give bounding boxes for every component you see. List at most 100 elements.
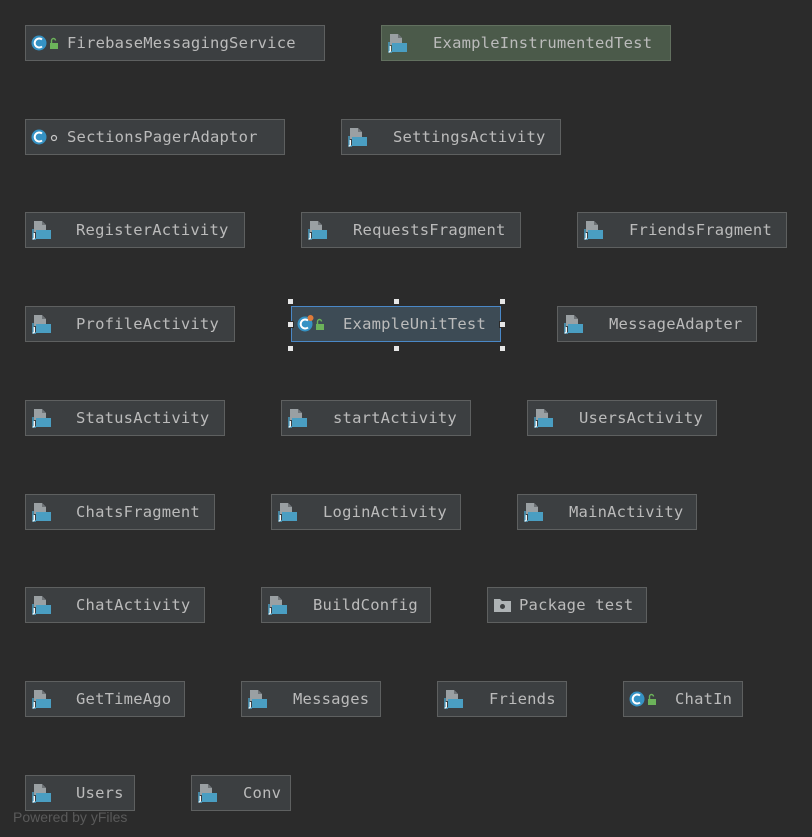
- node-label: Conv: [243, 784, 282, 802]
- node-label: MainActivity: [569, 503, 684, 521]
- node-label: ChatsFragment: [76, 503, 200, 521]
- svg-text:J: J: [268, 607, 272, 615]
- svg-text:J: J: [388, 45, 392, 53]
- selection-resize-handle[interactable]: [393, 345, 400, 352]
- diagram-node[interactable]: J SettingsActivity: [341, 119, 561, 155]
- node-label: ExampleInstrumentedTest: [433, 34, 653, 52]
- java-file-icon: J: [278, 503, 297, 522]
- diagram-node[interactable]: J Users: [25, 775, 135, 811]
- java-file-icon: J: [444, 690, 463, 709]
- node-label: ChatActivity: [76, 596, 191, 614]
- selection-resize-handle[interactable]: [287, 321, 294, 328]
- node-label: ExampleUnitTest: [343, 315, 486, 333]
- node-label: RegisterActivity: [76, 221, 229, 239]
- svg-text:J: J: [32, 795, 36, 803]
- node-label: MessageAdapter: [609, 315, 743, 333]
- diagram-node[interactable]: ChatIn: [623, 681, 743, 717]
- node-label: StatusActivity: [76, 409, 210, 427]
- java-file-icon: J: [308, 221, 327, 240]
- selection-resize-handle[interactable]: [287, 298, 294, 305]
- diagram-node[interactable]: J Conv: [191, 775, 291, 811]
- node-label: SectionsPagerAdaptor: [67, 128, 258, 146]
- java-file-icon: J: [32, 503, 51, 522]
- java-file-icon: J: [534, 409, 553, 428]
- java-file-icon: J: [388, 34, 407, 53]
- svg-text:J: J: [288, 420, 292, 428]
- diagram-node[interactable]: J RequestsFragment: [301, 212, 521, 248]
- node-label: Friends: [489, 690, 556, 708]
- diagram-node[interactable]: J Messages: [241, 681, 381, 717]
- svg-text:J: J: [32, 232, 36, 240]
- diagram-node[interactable]: J MainActivity: [517, 494, 697, 530]
- selection-resize-handle[interactable]: [499, 298, 506, 305]
- node-label: ProfileActivity: [76, 315, 219, 333]
- node-label: Package test: [519, 596, 634, 614]
- selection-resize-handle[interactable]: [499, 345, 506, 352]
- diagram-node[interactable]: J FriendsFragment: [577, 212, 787, 248]
- svg-text:J: J: [32, 420, 36, 428]
- diagram-node[interactable]: J MessageAdapter: [557, 306, 757, 342]
- diagram-node[interactable]: J BuildConfig: [261, 587, 431, 623]
- selection-resize-handle[interactable]: [287, 345, 294, 352]
- java-file-icon: J: [32, 221, 51, 240]
- java-file-icon: J: [524, 503, 543, 522]
- java-file-icon: J: [32, 409, 51, 428]
- node-label: Messages: [293, 690, 370, 708]
- svg-text:J: J: [32, 701, 36, 709]
- diagram-node[interactable]: J Friends: [437, 681, 567, 717]
- svg-text:J: J: [248, 701, 252, 709]
- svg-text:J: J: [32, 607, 36, 615]
- java-file-icon: J: [584, 221, 603, 240]
- diagram-node[interactable]: J ChatActivity: [25, 587, 205, 623]
- node-label: BuildConfig: [313, 596, 418, 614]
- diagram-node[interactable]: ExampleUnitTest: [291, 306, 501, 342]
- node-label: startActivity: [333, 409, 457, 427]
- java-file-icon: J: [32, 784, 51, 803]
- class-unlocked-icon: [629, 691, 656, 707]
- diagram-node[interactable]: SectionsPagerAdaptor: [25, 119, 285, 155]
- package-folder-icon: [494, 599, 511, 612]
- java-file-icon: J: [348, 128, 367, 147]
- node-label: SettingsActivity: [393, 128, 546, 146]
- java-file-icon: J: [32, 315, 51, 334]
- java-file-icon: J: [288, 409, 307, 428]
- class-unlocked-icon: [31, 35, 58, 51]
- node-label: ChatIn: [675, 690, 733, 708]
- java-file-icon: J: [268, 596, 287, 615]
- node-label: RequestsFragment: [353, 221, 506, 239]
- diagram-node[interactable]: J ChatsFragment: [25, 494, 215, 530]
- java-file-icon: J: [32, 690, 51, 709]
- svg-text:J: J: [32, 326, 36, 334]
- diagram-node[interactable]: J StatusActivity: [25, 400, 225, 436]
- diagram-node[interactable]: J RegisterActivity: [25, 212, 245, 248]
- node-label: FriendsFragment: [629, 221, 772, 239]
- java-file-icon: J: [564, 315, 583, 334]
- svg-text:J: J: [534, 420, 538, 428]
- powered-by-watermark: Powered by yFiles: [13, 809, 128, 825]
- diagram-node[interactable]: J GetTimeAgo: [25, 681, 185, 717]
- java-file-icon: J: [248, 690, 267, 709]
- node-label: GetTimeAgo: [76, 690, 172, 708]
- diagram-node[interactable]: Package test: [487, 587, 647, 623]
- diagram-node[interactable]: J ExampleInstrumentedTest: [381, 25, 671, 61]
- node-label: UsersActivity: [579, 409, 703, 427]
- diagram-node[interactable]: FirebaseMessagingService: [25, 25, 325, 61]
- node-label: Users: [76, 784, 124, 802]
- class-package-private-icon: [31, 129, 58, 145]
- diagram-node[interactable]: J ProfileActivity: [25, 306, 235, 342]
- node-label: FirebaseMessagingService: [67, 34, 296, 52]
- java-file-icon: J: [32, 596, 51, 615]
- diagram-node[interactable]: J UsersActivity: [527, 400, 717, 436]
- svg-text:J: J: [584, 232, 588, 240]
- svg-text:J: J: [444, 701, 448, 709]
- test-class-unlocked-icon: [297, 315, 324, 332]
- selection-resize-handle[interactable]: [499, 321, 506, 328]
- svg-text:J: J: [32, 514, 36, 522]
- svg-text:J: J: [198, 795, 202, 803]
- selection-resize-handle[interactable]: [393, 298, 400, 305]
- svg-text:J: J: [278, 514, 282, 522]
- svg-text:J: J: [524, 514, 528, 522]
